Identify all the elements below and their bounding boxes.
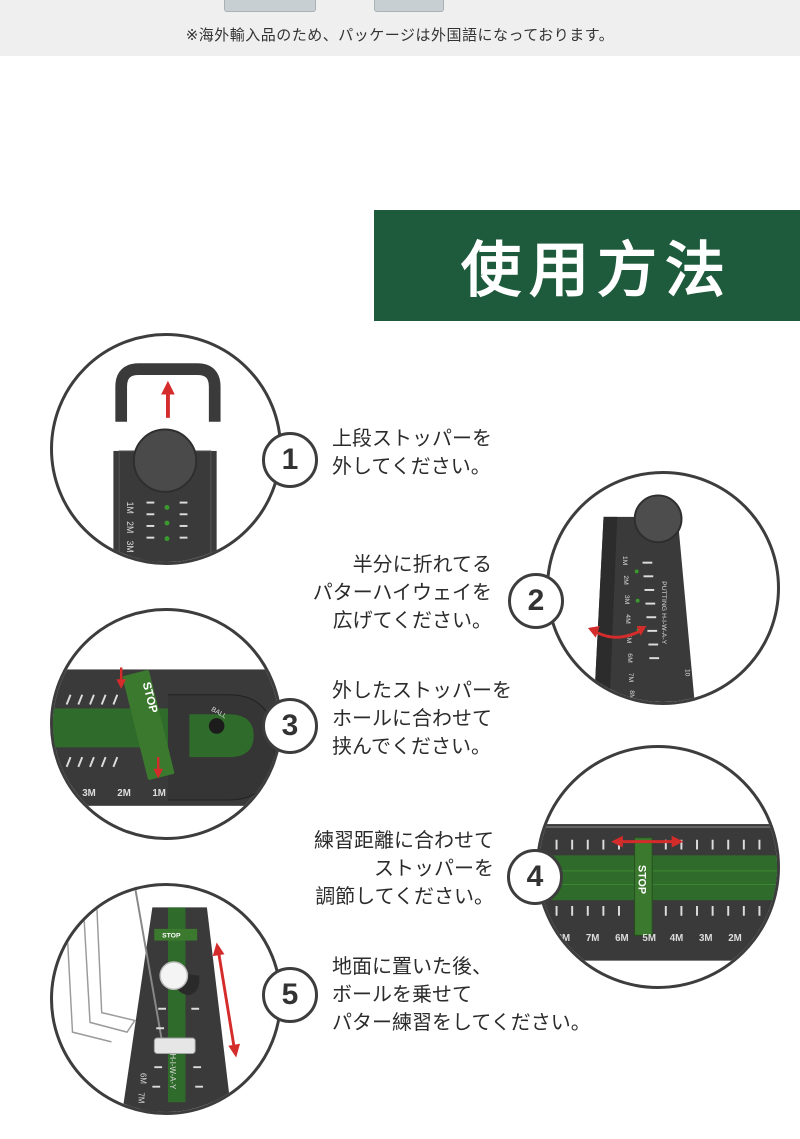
step2-line3: 広げてください。 <box>332 608 492 632</box>
step3-number-badge: 3 <box>262 698 318 754</box>
distance-label: 4M <box>624 614 631 624</box>
distance-label: 7M <box>627 673 634 683</box>
step5-instructions: 地面に置いた後、 ボールを乗せて パター練習をしてください。 <box>332 952 591 1036</box>
step3-illustration: BALL STOP 3M 2M 1M <box>50 608 282 840</box>
step4-instructions: 練習距離に合わせて ストッパーを 調節してください。 <box>270 826 494 910</box>
distance-label: 2M <box>728 933 742 944</box>
unfold-mat-graphic: PUTTING H-I-W-A-Y 1M 2M 3M 4M 5M 6M 7M 8… <box>587 494 695 702</box>
step-number: 2 <box>527 584 545 617</box>
step2-number-badge: 2 <box>508 573 564 629</box>
step5-number-badge: 5 <box>262 967 318 1023</box>
notice-band: ※海外輸入品のため、パッケージは外国語になっております。 <box>0 0 800 56</box>
import-notice: ※海外輸入品のため、パッケージは外国語になっております。 <box>185 26 615 44</box>
distance-label: 1M <box>152 788 166 799</box>
step1-line2: 外してください。 <box>332 454 491 478</box>
distance-label: 7M <box>586 933 600 944</box>
clip-stopper-graphic: BALL STOP 3M 2M 1M <box>53 667 279 806</box>
step3-line1: 外したストッパーを <box>332 678 512 702</box>
step1-line1: 上段ストッパーを <box>332 426 492 450</box>
step-number: 4 <box>526 860 544 893</box>
step4-illustration: STOP 8M 7M 6M 5M 4M 3M 2M <box>536 745 780 989</box>
step4-line2: ストッパーを <box>374 856 494 880</box>
step-number: 3 <box>281 709 299 742</box>
step4-line1: 練習距離に合わせて <box>314 828 494 852</box>
distance-label: 3M <box>699 933 713 944</box>
step1-illustration: 1M 2M 3M <box>50 333 282 565</box>
distance-label: 8M <box>557 933 571 944</box>
step-number: 5 <box>281 978 299 1011</box>
adjust-stopper-graphic: STOP 8M 7M 6M 5M 4M 3M 2M <box>539 824 777 961</box>
step2-illustration: PUTTING H-I-W-A-Y 1M 2M 3M 4M 5M 6M 7M 8… <box>546 471 780 705</box>
distance-label: 1M <box>621 556 628 566</box>
step3-instructions: 外したストッパーを ホールに合わせて 挟んでください。 <box>332 676 512 760</box>
step3-line3: 挟んでください。 <box>332 734 491 758</box>
step3-line2: ホールに合わせて <box>332 706 492 730</box>
step4-number-badge: 4 <box>507 849 563 905</box>
section-title-box: 使用方法 <box>374 210 800 321</box>
step1-number-badge: 1 <box>262 432 318 488</box>
distance-label: 8M <box>628 690 635 700</box>
distance-label: 5M <box>625 634 632 644</box>
package-thumbnail <box>374 0 444 12</box>
distance-label: 2M <box>125 521 135 533</box>
distance-label: 6M <box>626 653 633 663</box>
step2-line2: パターハイウェイを <box>312 580 492 604</box>
step2-line1: 半分に折れてる <box>352 552 492 576</box>
section-title: 使用方法 <box>461 236 733 306</box>
package-thumbnails <box>214 0 474 12</box>
step5-line1: 地面に置いた後、 <box>332 954 492 978</box>
distance-label: 3M <box>623 595 630 605</box>
distance-label: 3M <box>82 788 96 799</box>
distance-label: 7M <box>137 1093 146 1104</box>
distance-label: 10 <box>683 669 690 677</box>
stop-label: STOP <box>635 865 647 894</box>
distance-label: 2M <box>622 575 629 585</box>
distance-label: 1M <box>125 502 135 514</box>
distance-label: 2M <box>117 788 131 799</box>
distance-label: 6M <box>615 933 629 944</box>
step5-line2: ボールを乗せて <box>332 982 472 1006</box>
step5-line3: パター練習をしてください。 <box>332 1010 591 1034</box>
mat-brand-label: H-I-W-A-Y <box>168 1054 177 1091</box>
stop-label: STOP <box>162 933 181 940</box>
distance-label: 3M <box>125 541 135 553</box>
step2-instructions: 半分に折れてる パターハイウェイを 広げてください。 <box>290 550 492 634</box>
step4-line3: 調節してください。 <box>315 884 494 908</box>
step-number: 1 <box>281 443 299 476</box>
step1-instructions: 上段ストッパーを 外してください。 <box>332 424 492 480</box>
step5-illustration: STOP H-I-W-A-Y 6M 7M <box>50 883 282 1115</box>
package-thumbnail <box>224 0 316 12</box>
practice-putting-graphic: STOP H-I-W-A-Y 6M 7M <box>63 886 241 1112</box>
distance-label: 6M <box>139 1073 148 1084</box>
distance-label: 4M <box>670 933 684 944</box>
distance-label: 5M <box>642 933 656 944</box>
mat-brand-label: PUTTING H-I-W-A-Y <box>660 581 667 645</box>
stopper-removal-graphic: 1M 2M 3M <box>113 363 221 562</box>
